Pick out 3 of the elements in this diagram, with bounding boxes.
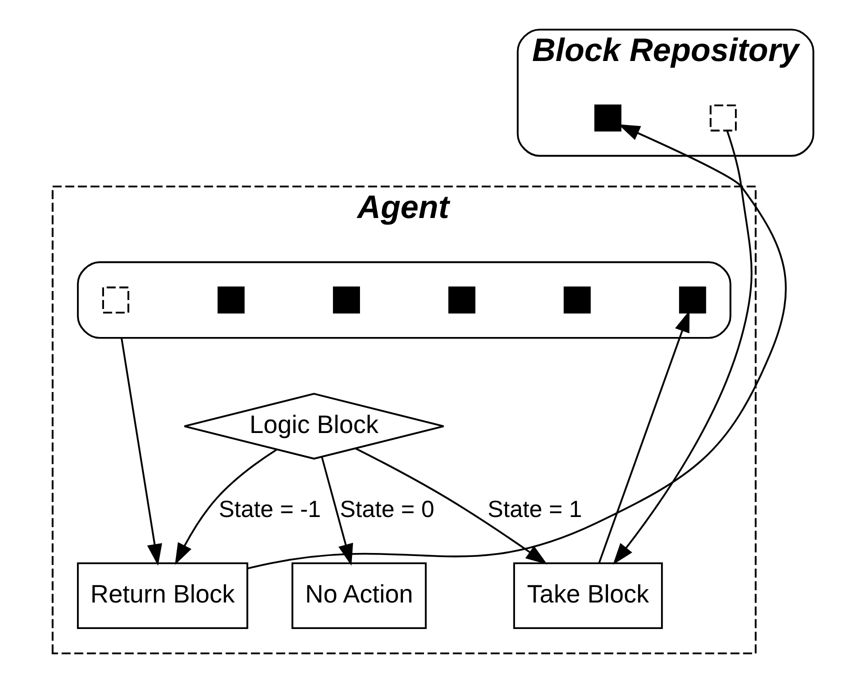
edge-label: State = 1 <box>487 496 582 522</box>
edge-label: State = 0 <box>339 496 434 522</box>
edge-label: State = -1 <box>218 496 320 522</box>
